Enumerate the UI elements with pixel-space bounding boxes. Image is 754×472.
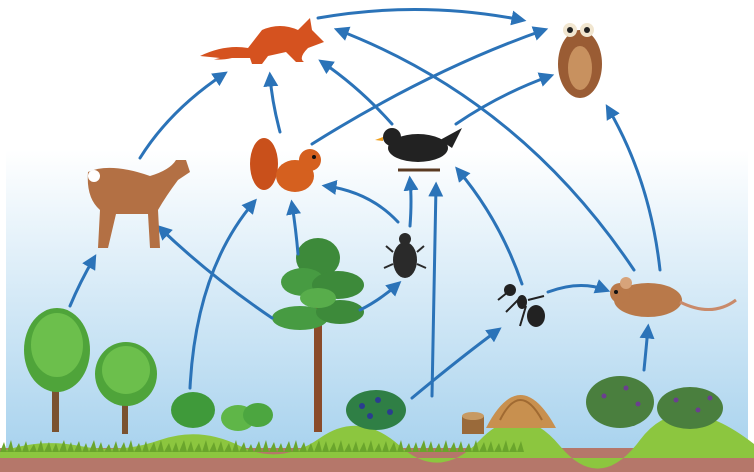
arrow-blackbird-to-fox <box>322 62 392 124</box>
fox-icon <box>197 18 324 64</box>
arrow-deer-to-fox <box>140 74 224 158</box>
squirrel-icon <box>250 138 321 192</box>
arrow-squirrel-to-fox <box>270 76 280 132</box>
blueberry-bush-icon <box>346 390 406 430</box>
arrow-beetle-to-blackbird <box>410 180 411 226</box>
arrow-squirrel-to-owl <box>312 30 544 144</box>
owl-icon <box>558 23 602 98</box>
tree-stump-icon <box>462 412 484 434</box>
arrow-fox-to-owl <box>318 9 522 20</box>
